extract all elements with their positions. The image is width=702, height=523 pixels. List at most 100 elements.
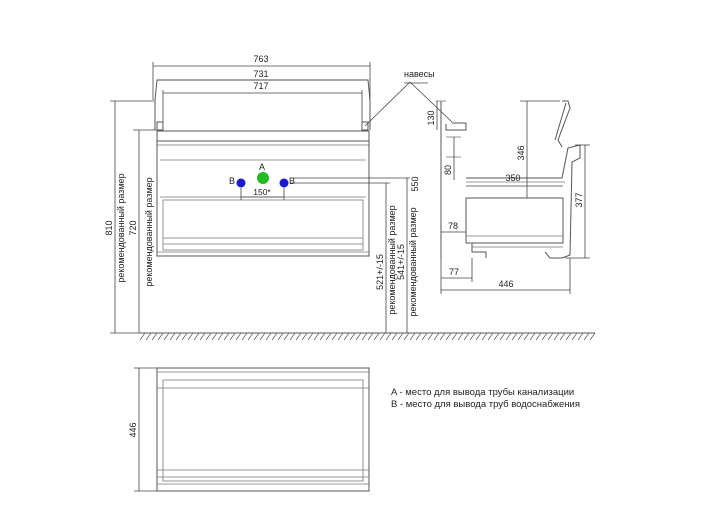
floor-hatch: [181, 332, 188, 341]
dim-377: 377: [574, 192, 584, 207]
floor-hatch: [385, 332, 392, 341]
floor-hatch: [223, 332, 230, 341]
floor-hatch: [301, 332, 308, 341]
left-dimensions: 810 рекомендованный размер 720 рекомендо…: [104, 100, 160, 334]
floor-hatch: [217, 332, 224, 341]
pipe-a-label: A: [259, 162, 265, 172]
dim-720: 720: [128, 220, 138, 235]
floor-hatch: [535, 332, 542, 341]
side-drawer: [465, 197, 564, 244]
floor-hatch: [445, 332, 452, 341]
floor-hatch: [451, 332, 458, 341]
floor-hatch: [457, 332, 464, 341]
floor-hatch: [493, 332, 500, 341]
floor-hatch: [265, 332, 272, 341]
floor-hatch: [397, 332, 404, 341]
floor-hatch: [211, 332, 218, 341]
floor-hatch: [553, 332, 560, 341]
rec-size-left-label: рекомендованный размер: [116, 173, 126, 282]
floor-hatch: [145, 332, 152, 341]
rec-size-mid1: рекомендованный размер: [387, 205, 397, 314]
floor-hatch: [589, 332, 596, 341]
floor-hatch: [337, 332, 344, 341]
legend-a: A - место для вывода трубы канализации: [391, 387, 574, 398]
dim-717: 717: [253, 81, 268, 91]
dim-763: 763: [253, 54, 268, 64]
dim-731: 731: [253, 69, 268, 79]
floor-hatch: [511, 332, 518, 341]
floor-hatch: [157, 332, 164, 341]
floor-hatch: [247, 332, 254, 341]
floor-hatch: [307, 332, 314, 341]
floor-line: [139, 332, 596, 341]
legend: A - место для вывода трубы канализации B…: [391, 387, 580, 410]
right-hinge: [361, 121, 369, 131]
floor-hatch: [529, 332, 536, 341]
floor-hatch: [331, 332, 338, 341]
floor-hatch: [151, 332, 158, 341]
countertop: [156, 130, 370, 142]
hinges-callout: навесы: [364, 69, 453, 127]
floor-hatch: [439, 332, 446, 341]
floor-hatch: [271, 332, 278, 341]
cabinet-body: [156, 140, 370, 257]
floor-hatch: [277, 332, 284, 341]
dim-521: 521+/-15: [375, 254, 385, 290]
floor-hatch: [475, 332, 482, 341]
floor-hatch: [583, 332, 590, 341]
floor-hatch: [343, 332, 350, 341]
floor-hatch: [235, 332, 242, 341]
floor-hatch: [391, 332, 398, 341]
floor-hatch: [193, 332, 200, 341]
floor-hatch: [205, 332, 212, 341]
floor-hatch: [199, 332, 206, 341]
legend-b: B - место для вывода труб водоснабжения: [391, 399, 580, 410]
floor-hatch: [289, 332, 296, 341]
pipe-a-marker: [257, 172, 269, 184]
floor-hatch: [169, 332, 176, 341]
floor-hatch: [517, 332, 524, 341]
floor-hatch: [253, 332, 260, 341]
rec-size-left-label-2: рекомендованный размер: [144, 177, 154, 286]
floor-hatch: [481, 332, 488, 341]
left-hinge: [156, 121, 164, 131]
dim-550: 550: [410, 176, 420, 191]
floor-hatch: [559, 332, 566, 341]
floor-hatch: [403, 332, 410, 341]
dim-346: 346: [516, 145, 526, 160]
floor-hatch: [139, 332, 146, 341]
floor-hatch: [163, 332, 170, 341]
dim-446-top: 446: [128, 422, 138, 437]
floor-hatch: [505, 332, 512, 341]
floor-hatch: [523, 332, 530, 341]
floor-hatch: [325, 332, 332, 341]
floor-hatch: [565, 332, 572, 341]
side-view: 130 80 346 350 377 78 77 446: [426, 100, 590, 294]
floor-hatch: [547, 332, 554, 341]
pipe-b-left-label: B: [229, 176, 235, 186]
dim-541: 541+/-15: [396, 244, 406, 280]
floor-hatch: [571, 332, 578, 341]
dim-810: 810: [104, 220, 114, 235]
dim-78: 78: [448, 221, 458, 231]
floor-hatch: [499, 332, 506, 341]
dim-130: 130: [426, 110, 436, 125]
floor-hatch: [349, 332, 356, 341]
floor-hatch: [433, 332, 440, 341]
dim-446-side: 446: [498, 279, 513, 289]
dim-80: 80: [443, 165, 453, 175]
dim-350: 350: [505, 173, 520, 183]
floor-hatch: [295, 332, 302, 341]
floor-hatch: [367, 332, 374, 341]
floor-hatch: [283, 332, 290, 341]
floor-hatch: [469, 332, 476, 341]
floor-hatch: [259, 332, 266, 341]
top-view-outline: [156, 367, 370, 492]
rec-size-mid2: рекомендованный размер: [408, 207, 418, 316]
top-view: 446: [128, 367, 370, 492]
pipe-b-right-label: B: [289, 176, 295, 186]
top-dimensions: 763 731 717: [152, 54, 371, 122]
floor-hatch: [379, 332, 386, 341]
floor-hatch: [409, 332, 416, 341]
